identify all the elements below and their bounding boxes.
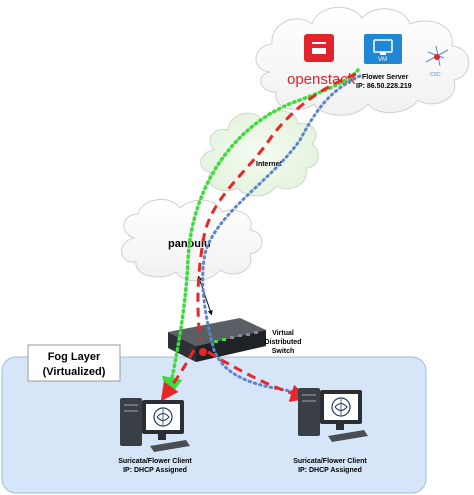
client-right-brain-icon: [331, 397, 351, 417]
server-name: Flower Server: [362, 74, 409, 81]
server-ip: IP: 86.50.228.219: [356, 83, 412, 90]
cloud-panoulu: [121, 199, 263, 282]
vm-label: VM: [378, 57, 387, 63]
flow-red-left: [160, 349, 196, 402]
client-left-name: Suricata/Flower Client: [118, 458, 192, 465]
switch-label-line-1: Virtual: [272, 330, 294, 337]
openstack-logo-icon: [304, 34, 334, 62]
csc-logo-icon: [425, 45, 449, 67]
switch-label-line-3: Switch: [272, 348, 295, 355]
flow-red-main: [196, 72, 357, 341]
fog-layer-title: Fog Layer: [48, 351, 101, 363]
csc-logo-text: CSC: [430, 72, 441, 78]
switch-label-line-2: Distributed: [265, 339, 302, 346]
flow-blue: [201, 74, 362, 394]
internet-label: Internet: [256, 161, 282, 168]
client-left-ip: IP: DHCP Assigned: [123, 467, 187, 474]
client-left-brain-icon: [153, 407, 173, 427]
flow-red-right: [207, 350, 309, 402]
vm-icon: [364, 34, 402, 64]
cloud-top: [255, 6, 470, 116]
client-right-ip: IP: DHCP Assigned: [298, 467, 362, 474]
fog-layer-label-box: [27, 344, 121, 382]
fog-layer-subtitle: (Virtualized): [43, 366, 106, 378]
client-right-name: Suricata/Flower Client: [293, 458, 367, 465]
